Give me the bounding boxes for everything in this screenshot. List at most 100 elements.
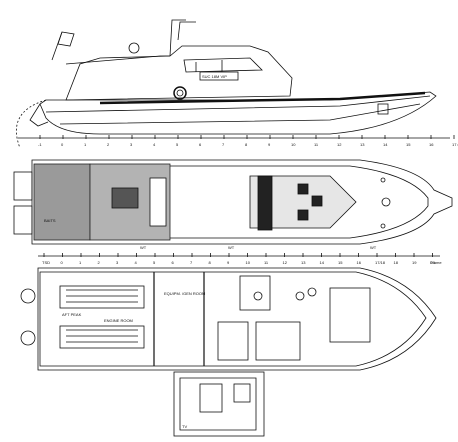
foredeck-pads — [249, 175, 357, 229]
hatch-dark-1 — [257, 175, 273, 231]
cabin-aft — [217, 321, 249, 361]
radar-arch — [177, 21, 196, 41]
frame-scale-tick-label: 18 — [394, 260, 399, 265]
profile-scale-tick-label: 9 — [268, 142, 271, 147]
chine-line — [59, 103, 421, 125]
flybridge-inset-view: TV — [173, 371, 265, 437]
frame-scale-tick-label: 4 — [135, 260, 138, 265]
engine-hatch-left — [13, 171, 33, 201]
frame-scale-tick-label: 8 — [209, 260, 212, 265]
engine-detail-port — [66, 289, 138, 303]
profile-scale-tick-label: 10 — [291, 142, 296, 147]
label-equipment-room: EQUIPM. /GEN ROOM — [164, 291, 205, 296]
label-wt-right: WT — [370, 245, 377, 250]
label-wt-left: WT — [140, 245, 147, 250]
frame-scale-tick-label: 6 — [172, 260, 175, 265]
propeller-port-icon — [20, 288, 36, 304]
frame-scale-tick-label: 15 — [338, 260, 343, 265]
label-wt-mid: WT — [228, 245, 235, 250]
swim-platform-arc — [16, 99, 47, 149]
builder-logo-icon — [377, 103, 389, 115]
frame-scale-tick-label: 16 — [357, 260, 362, 265]
profile-scale-tick-label: 13 — [360, 142, 365, 147]
windows — [183, 57, 263, 73]
lower-deck-view: AFT PEAK ENGINE ROOM EQUIPM. /GEN ROOM — [20, 267, 437, 371]
name-plate-box — [199, 71, 239, 81]
profile-scale-tick-label: 4 — [153, 142, 156, 147]
frame-scale-tick-label: 14 — [320, 260, 325, 265]
label-engine-room: ENGINE ROOM — [104, 318, 133, 323]
profile-scale-tick-label: 15 — [406, 142, 411, 147]
inset-outline — [173, 371, 265, 437]
hull-outline — [39, 91, 437, 135]
engine-hatch-right — [13, 205, 33, 235]
deck-outline — [31, 159, 453, 245]
frame-scale-tick-label: 13 — [301, 260, 306, 265]
hatch-dark-3 — [297, 209, 309, 221]
forward-berth — [329, 287, 371, 343]
frame-scale-tick-label: 17/18 — [375, 260, 386, 265]
engine-block-stbd — [59, 325, 145, 349]
radome-icon — [128, 42, 140, 54]
hatch-dark-4 — [311, 195, 323, 207]
frame-scale-tick-label: 20 — [431, 260, 436, 265]
profile-scale-tick-label: 5 — [176, 142, 179, 147]
label-tv: TV — [182, 424, 187, 429]
frame-scale-tick-label: 1 — [79, 260, 82, 265]
hatch-dark-2 — [297, 183, 309, 195]
profile-scale-tick-label: 2 — [107, 142, 110, 147]
deck-inner-outline — [39, 165, 429, 239]
aft-cockpit-grid — [33, 163, 91, 241]
inset-helm — [199, 383, 223, 413]
frame-scale-tick-label: 11 — [264, 260, 269, 265]
engine-block-port — [59, 285, 145, 309]
profile-scale-tick-label: 7 — [222, 142, 225, 147]
propeller-stbd-icon — [20, 330, 36, 346]
frame-scale-tick-label: 7 — [190, 260, 193, 265]
helm-seat — [111, 187, 139, 209]
anchor-winch-icon — [381, 197, 391, 207]
profile-scale-tick-label: 17 m — [452, 142, 458, 147]
frame-scale-tick-label: 19 — [412, 260, 417, 265]
frame-scale-tick-label: 10 — [246, 260, 251, 265]
profile-scale-tick-label: -1 — [38, 142, 42, 147]
profile-scale-tick-label: 1 — [84, 142, 87, 147]
frame-scale-suffix: Frame — [430, 260, 442, 265]
frame-scale-tick-label: 0 — [61, 260, 64, 265]
profile-scale-tick-label: 3 — [130, 142, 133, 147]
lower-hull-inner — [39, 271, 427, 367]
profile-scale-tick-label: 8 — [245, 142, 248, 147]
profile-scale-tick-label: 0 — [61, 142, 64, 147]
superstructure-outline — [65, 45, 293, 101]
mast — [169, 19, 186, 57]
profile-scale-tick-label: 11 — [314, 142, 319, 147]
flag-icon — [57, 31, 75, 47]
outdrive — [29, 103, 49, 127]
lifebuoy-icon — [173, 86, 187, 100]
console — [149, 177, 167, 227]
lower-hull-outline — [37, 267, 437, 371]
cabin-mid — [255, 321, 301, 361]
hull-stripe — [99, 91, 426, 105]
profile-scale-tick-label: 14 — [383, 142, 388, 147]
frame-scale-tick-label: 2 — [98, 260, 101, 265]
frame-scale-tick-label: 9 — [227, 260, 230, 265]
sheer-line — [45, 95, 431, 113]
profile-scale-tick-label: 12 — [337, 142, 342, 147]
frame-scale-tick-label: 5 — [153, 260, 156, 265]
frame-scale-tick-label: 12 — [283, 260, 288, 265]
label-aft-peak: AFT PEAK — [62, 312, 82, 317]
frame-scale-tick-label: TSD — [42, 260, 50, 265]
flybridge-roof — [65, 55, 170, 65]
engine-detail-stbd — [66, 329, 138, 343]
profile-scale-tick-label: 6 — [199, 142, 202, 147]
frame-scale-tick-label: 3 — [116, 260, 119, 265]
label-baits: BAITS — [44, 218, 56, 223]
name-plate: SUC 18M VIP — [202, 74, 227, 79]
